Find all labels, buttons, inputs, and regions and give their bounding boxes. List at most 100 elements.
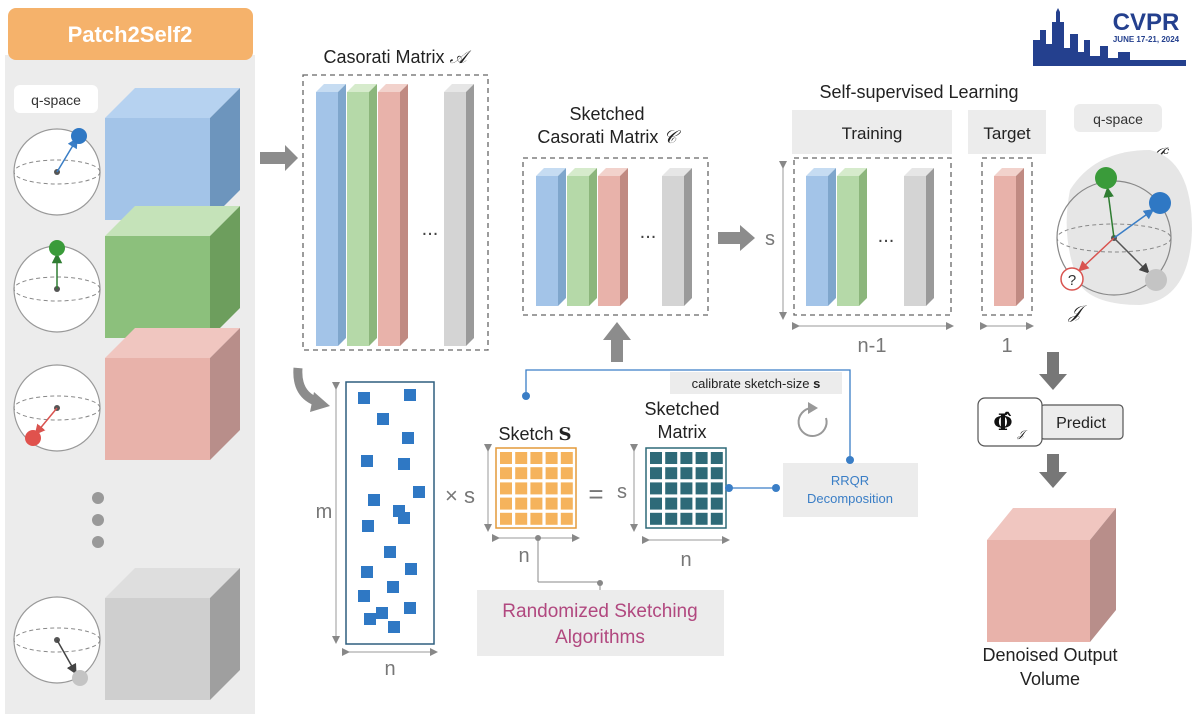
- sketched-matrix-title-1: Sketched: [644, 399, 719, 419]
- sketched-grid: [650, 452, 723, 525]
- sparse-entry: [404, 389, 416, 401]
- sphere-red: [13, 364, 101, 452]
- sketched-cell: [650, 512, 662, 525]
- cube-green: [105, 206, 240, 338]
- sketched-casorati-title-2: Casorati Matrix 𝒞: [537, 127, 681, 147]
- casorati-column-green: [347, 84, 377, 346]
- sketched-cell: [710, 452, 723, 464]
- sparse-entry: [404, 602, 416, 614]
- sketch-cell: [500, 452, 512, 464]
- output-line-1: Denoised Output: [982, 645, 1117, 665]
- sketch-cell: [515, 467, 528, 480]
- phi-subscript: 𝒥: [1017, 429, 1029, 440]
- sketch-grid: [500, 452, 573, 525]
- sketched-casorati-box: [522, 157, 709, 316]
- sparse-entry: [388, 621, 400, 633]
- cube-blue: [105, 88, 240, 220]
- m-label: m: [316, 501, 333, 523]
- training-label: Training: [842, 124, 903, 143]
- green-point-right: [1095, 167, 1117, 189]
- sketched-column-grey: [662, 168, 692, 306]
- sketch-cell: [545, 497, 558, 510]
- training-ellipsis: ...: [878, 225, 895, 247]
- qspace-badge-left: [14, 85, 98, 113]
- one-label: 1: [1001, 335, 1012, 357]
- sketched-cell: [695, 482, 708, 495]
- logo-location: SEATTLE, WA: [1131, 51, 1184, 60]
- sparse-entry: [387, 581, 399, 593]
- sketched-cell: [695, 452, 708, 464]
- n-minus-1-label: n-1: [858, 335, 887, 357]
- sketched-matrix: Sketched Matrix s n: [617, 399, 730, 571]
- sparse-entry: [376, 607, 388, 619]
- ssl-s-label: s: [765, 228, 775, 250]
- sketched-cell: [710, 467, 723, 480]
- arrow-to-casorati: [260, 145, 298, 171]
- sparse-entry: [368, 494, 380, 506]
- predict-label: Predict: [1056, 415, 1106, 432]
- output-cube: [987, 508, 1116, 642]
- casorati-column-red: [378, 84, 408, 346]
- sparse-n-label: n: [384, 658, 395, 680]
- qspace-label-left: q-space: [31, 92, 81, 108]
- sketched-s-label: s: [617, 481, 627, 503]
- ssl-title: Self-supervised Learning: [819, 82, 1018, 102]
- sketch-cell: [530, 482, 543, 495]
- sphere-green: [13, 240, 101, 333]
- sketched-cell: [710, 512, 723, 525]
- randomized-box: [477, 590, 724, 656]
- blue-point: [71, 128, 87, 144]
- sparse-matrix: m n: [316, 381, 438, 680]
- times-s-operator: × s: [445, 483, 475, 508]
- sketched-cell: [695, 512, 708, 525]
- rrqr-box: [783, 463, 918, 517]
- sparse-entry: [377, 413, 389, 425]
- sketched-cell: [680, 452, 693, 464]
- sphere-grey: [13, 596, 101, 686]
- sketched-cell: [650, 482, 662, 495]
- training-column-blue: [806, 168, 836, 306]
- grey-point: [72, 670, 88, 686]
- phi-box: [977, 397, 1043, 447]
- sketch-cell: [515, 497, 528, 510]
- sketch-cell: [560, 482, 573, 495]
- sketched-casorati: Sketched Casorati Matrix 𝒞 ...: [522, 104, 709, 316]
- logo-dates: JUNE 17-21, 2024: [1113, 35, 1180, 44]
- sketched-cell: [665, 512, 678, 525]
- sketched-cell: [665, 452, 678, 464]
- equals-sign: =: [588, 479, 603, 509]
- randomized-line-2: Algorithms: [555, 627, 645, 648]
- sketch-matrix: Sketch S n: [484, 424, 580, 567]
- sketched-casorati-title-1: Sketched: [569, 104, 644, 124]
- title-banner: [8, 8, 253, 60]
- casorati-box: [302, 74, 489, 351]
- casorati-title: Casorati Matrix 𝒜: [323, 47, 471, 67]
- sketched-cell: [680, 512, 693, 525]
- sparse-entry: [398, 458, 410, 470]
- training-column-green: [837, 168, 867, 306]
- sparse-entry: [358, 392, 370, 404]
- sketch-cell: [500, 497, 512, 510]
- casorati-column-grey: [444, 84, 474, 346]
- sketched-column-blue: [536, 168, 566, 306]
- sketched-cell: [650, 467, 662, 480]
- sketched-cell: [680, 482, 693, 495]
- calibrate-label: calibrate sketch-size s: [692, 376, 821, 391]
- skyline-icon: [1033, 8, 1186, 66]
- sketch-cell: [515, 482, 528, 495]
- blue-point-right: [1149, 192, 1171, 214]
- calibrate-feedback-line: [525, 369, 851, 463]
- sketch-cell: [560, 497, 573, 510]
- training-column-grey: [904, 168, 934, 306]
- sparse-matrix-box: [345, 381, 435, 645]
- sketched-casorati-ellipsis: ...: [640, 221, 657, 243]
- refresh-icon: [797, 402, 828, 437]
- curved-arrow-head: [310, 392, 330, 412]
- sketched-cell: [650, 497, 662, 510]
- sketch-n-label: n: [518, 545, 529, 567]
- sketched-cell: [665, 467, 678, 480]
- cvpr-logo: CVPR JUNE 17-21, 2024 SEATTLE, WA: [1031, 6, 1189, 68]
- sparse-entry: [362, 520, 374, 532]
- sketched-column-green: [567, 168, 597, 306]
